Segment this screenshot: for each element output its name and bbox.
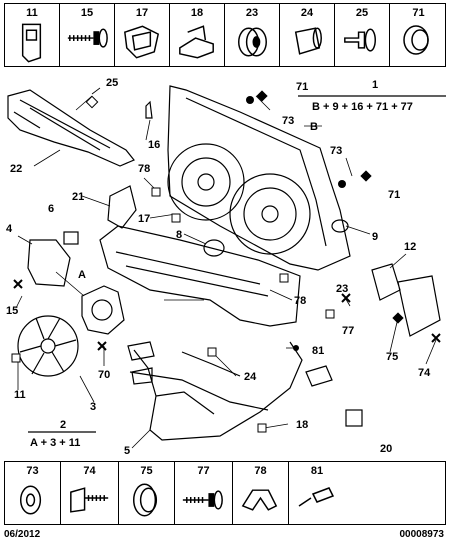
wiring-harness	[129, 341, 303, 441]
label-77: 77	[342, 325, 354, 337]
label-6: 6	[48, 203, 54, 215]
air-deflector-part	[7, 89, 135, 167]
part-cell-71: 71	[390, 4, 447, 66]
label-8: 8	[176, 229, 182, 241]
part-number: 15	[80, 7, 94, 19]
label-20: 20	[380, 443, 392, 455]
label-3: 3	[90, 401, 96, 413]
part-number: 77	[197, 465, 210, 477]
part-cell-78: 78	[233, 462, 289, 524]
label-70: 70	[98, 369, 110, 381]
label-73-right: 73	[330, 145, 342, 157]
part-number: 24	[300, 7, 314, 19]
footer-reference: 00008973	[399, 529, 445, 540]
bracket-clip-icon	[179, 25, 214, 59]
assembly-1-components: B + 9 + 16 + 71 + 77	[312, 101, 413, 113]
label-24: 24	[244, 371, 257, 383]
part-number: 11	[26, 7, 38, 19]
connector-pin-icon	[298, 487, 335, 507]
assembly-1-number: 1	[372, 79, 378, 91]
rubber-mount-icon	[132, 483, 158, 517]
part-cell-73: 73	[5, 462, 61, 524]
label-17: 17	[138, 213, 150, 225]
part-number: 18	[190, 7, 204, 19]
assembly-2-components: A + 3 + 11	[30, 437, 80, 449]
label-78-right: 78	[294, 295, 306, 307]
assembly-2-number: 2	[60, 419, 66, 431]
self-tapping-screw-icon	[182, 490, 223, 510]
part-number: 25	[355, 7, 369, 19]
part-cell-11: 11	[5, 4, 60, 66]
part-cell-15: 15	[60, 4, 115, 66]
footer-date: 06/2012	[4, 529, 41, 540]
part-cell-23: 23	[225, 4, 280, 66]
label-25: 25	[106, 77, 118, 89]
part-cell-75: 75	[119, 462, 175, 524]
bracket-21	[107, 185, 137, 229]
label-16: 16	[148, 139, 160, 151]
sleeve-icon	[294, 27, 322, 55]
label-11: 11	[14, 389, 26, 401]
part-number: 23	[245, 7, 259, 19]
label-4: 4	[6, 223, 13, 235]
radiator-frame	[167, 85, 351, 271]
label-75: 75	[386, 351, 398, 363]
screw-icon	[67, 28, 108, 48]
part-cell-74: 74	[61, 462, 119, 524]
part-number: 74	[83, 465, 96, 477]
label-15: 15	[6, 305, 18, 317]
label-73-top: 73	[282, 115, 294, 127]
part-number: 81	[310, 465, 324, 477]
label-A-motor: A	[78, 269, 86, 281]
resistor-part	[27, 239, 71, 287]
part-number: 75	[140, 465, 153, 477]
label-74: 74	[418, 367, 431, 379]
part-number: 71	[412, 7, 425, 19]
parts-strip-top: 11 15 17 18 23 24 25 71	[4, 3, 446, 67]
parts-strip-bottom: 73 74 75 77 78 81	[4, 461, 446, 525]
label-12: 12	[404, 241, 416, 253]
cable-tie-icon	[124, 25, 160, 59]
label-23: 23	[336, 283, 348, 295]
undertray-panel	[99, 225, 301, 327]
part-cell-24: 24	[280, 4, 335, 66]
part-cell-25: 25	[335, 4, 390, 66]
relay-20-part	[345, 409, 363, 427]
label-21: 21	[72, 191, 84, 203]
push-rivet-icon	[344, 28, 376, 52]
spring-clip-icon	[241, 489, 278, 511]
fan-motor-part	[81, 285, 125, 335]
control-module-part	[371, 263, 441, 337]
label-71-top: 71	[296, 81, 308, 93]
washer-icon	[19, 485, 42, 515]
label-71-right: 71	[388, 189, 400, 201]
label-81: 81	[312, 345, 324, 357]
label-78-top: 78	[138, 163, 150, 175]
part-number: 73	[26, 465, 39, 477]
part-number: 17	[135, 7, 149, 19]
clip-icon	[21, 23, 42, 63]
grommet-icon	[238, 27, 267, 57]
part-cell-81: 81	[289, 462, 345, 524]
bolt-with-nut-icon	[70, 487, 109, 513]
label-9: 9	[372, 231, 378, 243]
label-5: 5	[124, 445, 130, 457]
part-number: 78	[254, 465, 267, 477]
relay-6-part	[63, 231, 79, 245]
label-18: 18	[296, 419, 308, 431]
grommet-ring-icon	[403, 25, 429, 55]
part-cell-18: 18	[170, 4, 225, 66]
part-cell-17: 17	[115, 4, 170, 66]
fan-blade-part	[17, 315, 79, 377]
part-cell-77: 77	[175, 462, 233, 524]
label-22: 22	[10, 163, 22, 175]
label-B-frame: B	[310, 121, 318, 133]
